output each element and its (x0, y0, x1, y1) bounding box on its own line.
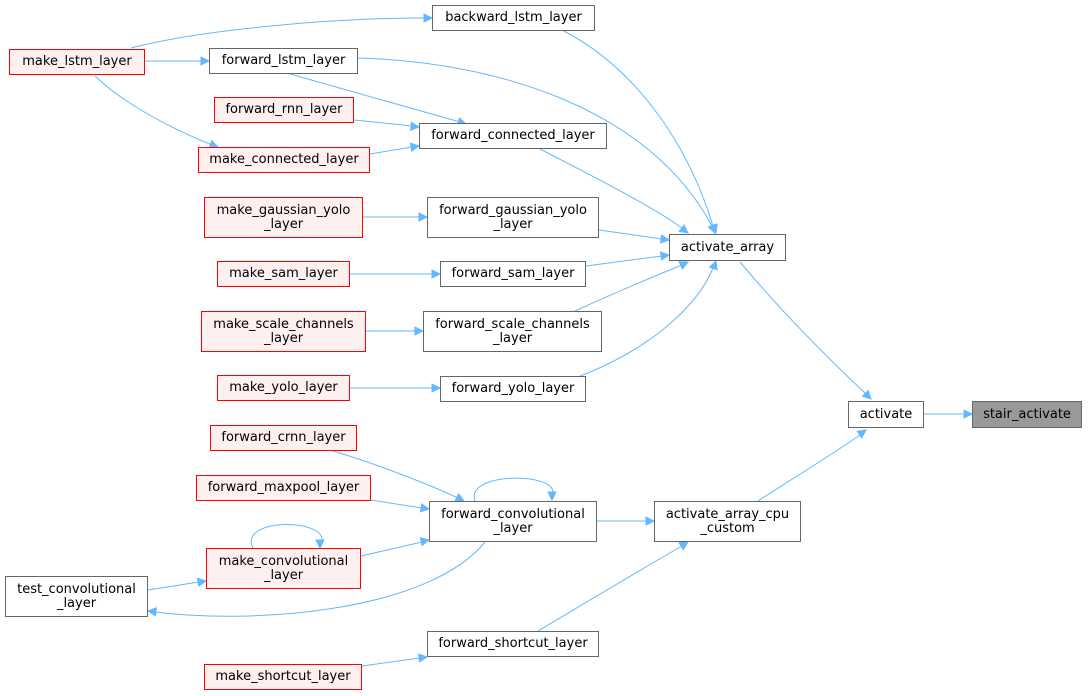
edge-backward-lstm-to-activate-array (561, 29, 718, 235)
node-label-line2: _layer (493, 216, 533, 232)
edge-make-lstm-to-backward-lstm (130, 13, 434, 49)
edge-forward-sam-to-activate-array (585, 251, 671, 267)
node-activate-array-cpu-custom[interactable]: activate_array_cpu _custom (654, 501, 801, 542)
node-label-line1: forward_convolutional (441, 506, 585, 522)
edge-forward-scale-to-activate-array (574, 261, 690, 312)
node-label-line1: forward_scale_channels (435, 316, 590, 332)
node-label-line2: _layer (263, 216, 304, 232)
node-forward-scale-channels-layer[interactable]: forward_scale_channels _layer (423, 311, 602, 352)
edge-forward-yolo-to-activate-array (577, 259, 718, 378)
node-label: make_shortcut_layer (215, 669, 351, 684)
edge-forward-conv-to-test-conv (146, 541, 486, 617)
edge-forward-conv-self-loop (473, 477, 557, 502)
node-stair-activate: stair_activate (972, 401, 1082, 428)
node-make-sam-layer[interactable]: make_sam_layer (217, 261, 350, 287)
node-label-line2: _layer (492, 330, 533, 346)
edge-make-connected-to-forward-connected (369, 142, 421, 155)
node-label-line1: activate_array_cpu (665, 506, 790, 522)
node-make-scale-channels-layer[interactable]: make_scale_channels _layer (201, 311, 366, 352)
node-label-line1: make_convolutional (218, 553, 349, 569)
node-label: forward_sam_layer (451, 266, 575, 281)
edge-make-gaussian-to-forward-gaussian (363, 212, 429, 222)
node-label-line2: _custom (700, 520, 755, 536)
edge-make-yolo-to-forward-yolo (350, 383, 442, 393)
edge-make-sam-to-forward-sam (350, 269, 442, 279)
node-label-line1: test_convolutional (17, 581, 136, 597)
node-forward-connected-layer[interactable]: forward_connected_layer (419, 123, 607, 149)
node-make-convolutional-layer[interactable]: make_convolutional _layer (206, 548, 361, 589)
edge-forward-maxpool-to-forward-conv (370, 499, 431, 513)
node-make-connected-layer[interactable]: make_connected_layer (198, 147, 370, 173)
node-make-lstm-layer[interactable]: make_lstm_layer (9, 49, 145, 75)
node-label: make_yolo_layer (229, 380, 338, 395)
node-make-gaussian-yolo-layer[interactable]: make_gaussian_yolo _layer (204, 197, 363, 238)
node-label: stair_activate (983, 406, 1071, 422)
node-label-line2: _layer (263, 330, 304, 346)
node-label: activate_array (680, 239, 775, 255)
node-label: forward_connected_layer (431, 128, 595, 143)
edge-forward-gaussian-to-activate-array (598, 229, 671, 244)
node-label: forward_yolo_layer (451, 381, 575, 396)
edge-activate-array-to-activate (739, 261, 872, 400)
node-label-line2: _layer (263, 567, 304, 583)
node-label-line1: make_gaussian_yolo (216, 202, 351, 218)
node-forward-maxpool-layer[interactable]: forward_maxpool_layer (196, 475, 371, 501)
node-label: forward_crnn_layer (221, 430, 346, 445)
node-activate[interactable]: activate (848, 401, 924, 428)
edge-forward-rnn-to-forward-connected (353, 119, 421, 131)
edge-make-conv-to-forward-conv (360, 537, 431, 557)
node-label: forward_rnn_layer (225, 102, 343, 117)
node-test-convolutional-layer[interactable]: test_convolutional _layer (5, 576, 148, 617)
edge-make-lstm-to-make-connected (94, 75, 220, 149)
node-forward-sam-layer[interactable]: forward_sam_layer (440, 261, 586, 287)
node-label: activate (859, 406, 913, 422)
node-make-yolo-layer[interactable]: make_yolo_layer (217, 375, 350, 401)
node-forward-lstm-layer[interactable]: forward_lstm_layer (209, 48, 358, 74)
node-label: make_sam_layer (229, 266, 338, 281)
edge-forward-shortcut-to-activate-array-cpu-custom (537, 541, 689, 632)
edge-make-scale-to-forward-scale (366, 326, 425, 336)
node-label-line2: _layer (493, 520, 533, 536)
node-label: forward_maxpool_layer (207, 480, 360, 495)
node-make-shortcut-layer[interactable]: make_shortcut_layer (204, 664, 362, 690)
edge-activate-to-stair-activate (924, 409, 974, 419)
node-label: forward_shortcut_layer (438, 636, 588, 651)
edge-make-lstm-to-forward-lstm (145, 56, 211, 66)
node-forward-yolo-layer[interactable]: forward_yolo_layer (440, 376, 586, 402)
edge-forward-connected-to-activate-array (539, 148, 689, 234)
edge-test-conv-to-make-conv (147, 577, 208, 591)
node-label: make_lstm_layer (22, 54, 132, 69)
node-forward-convolutional-layer[interactable]: forward_convolutional _layer (429, 501, 597, 542)
node-forward-gaussian-yolo-layer[interactable]: forward_gaussian_yolo _layer (427, 197, 599, 238)
edge-activate-array-cpu-custom-to-activate (757, 429, 867, 502)
node-label-line2: _layer (56, 595, 97, 611)
node-label-line1: forward_gaussian_yolo (439, 202, 587, 218)
node-label: backward_lstm_layer (445, 10, 582, 25)
edge-make-shortcut-to-forward-shortcut (361, 653, 429, 667)
node-forward-rnn-layer[interactable]: forward_rnn_layer (214, 97, 354, 123)
node-forward-crnn-layer[interactable]: forward_crnn_layer (210, 425, 357, 451)
node-forward-shortcut-layer[interactable]: forward_shortcut_layer (427, 631, 599, 657)
node-label: make_connected_layer (209, 152, 359, 167)
node-label: forward_lstm_layer (221, 53, 346, 68)
node-activate-array[interactable]: activate_array (669, 234, 786, 261)
node-label-line1: make_scale_channels (213, 316, 354, 332)
edge-make-conv-self-loop (250, 524, 325, 550)
node-backward-lstm-layer[interactable]: backward_lstm_layer (432, 5, 595, 31)
edge-forward-conv-to-activate-array-cpu-custom (597, 516, 656, 526)
